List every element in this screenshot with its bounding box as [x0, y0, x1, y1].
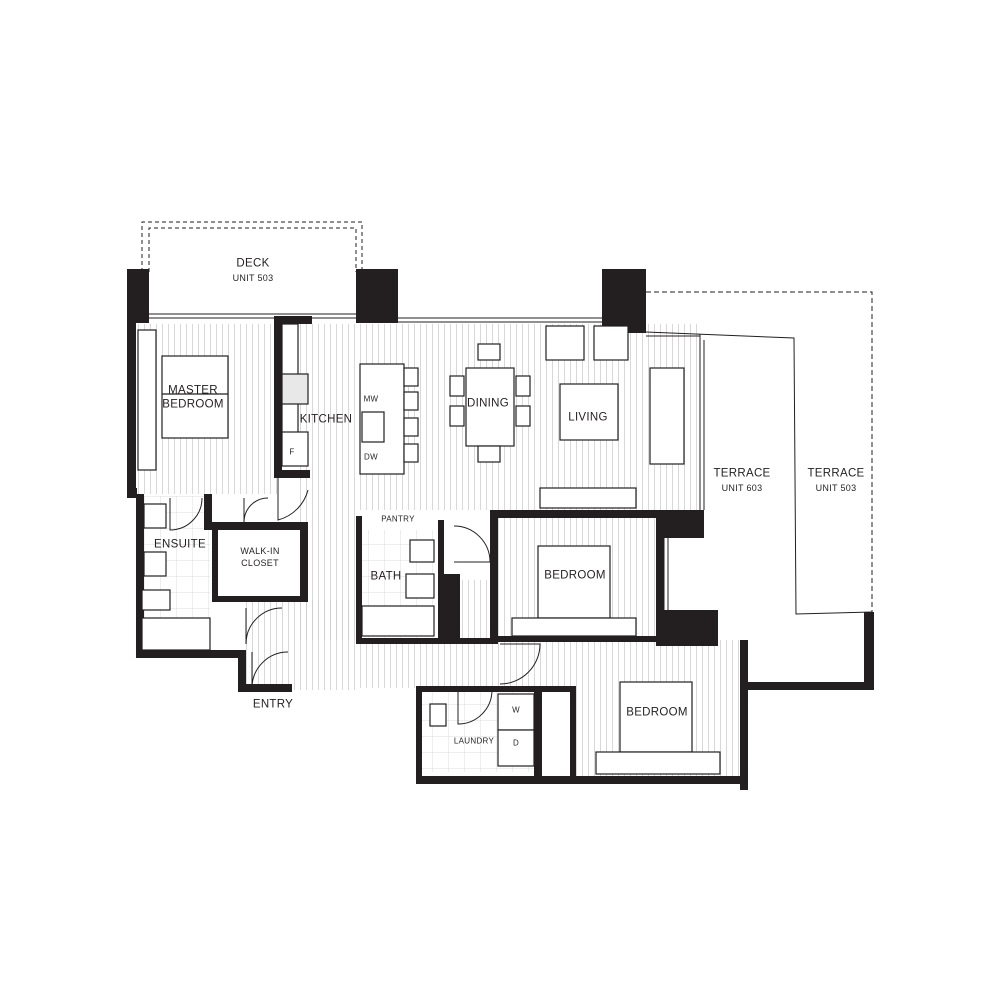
- bath-fixtures: [141, 503, 447, 727]
- walk-in-closet-label-line2: CLOSET: [241, 557, 279, 568]
- master-bedroom-label-line1: MASTER: [168, 384, 218, 397]
- bath-label: BATH: [370, 570, 402, 583]
- dishwasher-label: DW: [364, 452, 378, 462]
- washer-label: W: [512, 705, 520, 715]
- deck-outline: [141, 221, 363, 272]
- laundry-label: LAUNDRY: [453, 736, 495, 746]
- microwave-label: MW: [363, 394, 379, 404]
- bedroom-1-label: BEDROOM: [544, 569, 606, 582]
- living-label: LIVING: [568, 411, 608, 424]
- pantry-label: PANTRY: [381, 514, 415, 524]
- dining-table: [449, 343, 531, 463]
- living-furniture: [539, 325, 685, 509]
- terrace-603-unit-label: UNIT 603: [721, 482, 763, 493]
- dryer-label: D: [512, 738, 520, 748]
- walk-in-closet-label-line1: WALK-IN: [240, 545, 280, 556]
- master-bedroom-label-line2: BEDROOM: [162, 398, 224, 411]
- terrace-outline: [645, 291, 873, 615]
- windows: [149, 313, 745, 682]
- kitchen-label: KITCHEN: [299, 413, 353, 426]
- terrace-503-label: TERRACE: [807, 467, 865, 480]
- kitchen-fixtures: [281, 323, 419, 475]
- bedroom-2-label: BEDROOM: [626, 706, 688, 719]
- doors: [169, 478, 541, 725]
- terrace-603-label: TERRACE: [713, 467, 771, 480]
- deck-unit-label: UNIT 503: [232, 272, 274, 283]
- ensuite-label: ENSUITE: [154, 538, 206, 551]
- bedroom-beds: [497, 545, 721, 775]
- terrace-503-unit-label: UNIT 503: [815, 482, 857, 493]
- deck-label: DECK: [236, 257, 270, 270]
- master-bed: [137, 329, 229, 471]
- fridge-label: F: [289, 447, 295, 457]
- dining-label: DINING: [466, 397, 510, 410]
- walls: [127, 269, 874, 790]
- entry-label: ENTRY: [252, 698, 294, 711]
